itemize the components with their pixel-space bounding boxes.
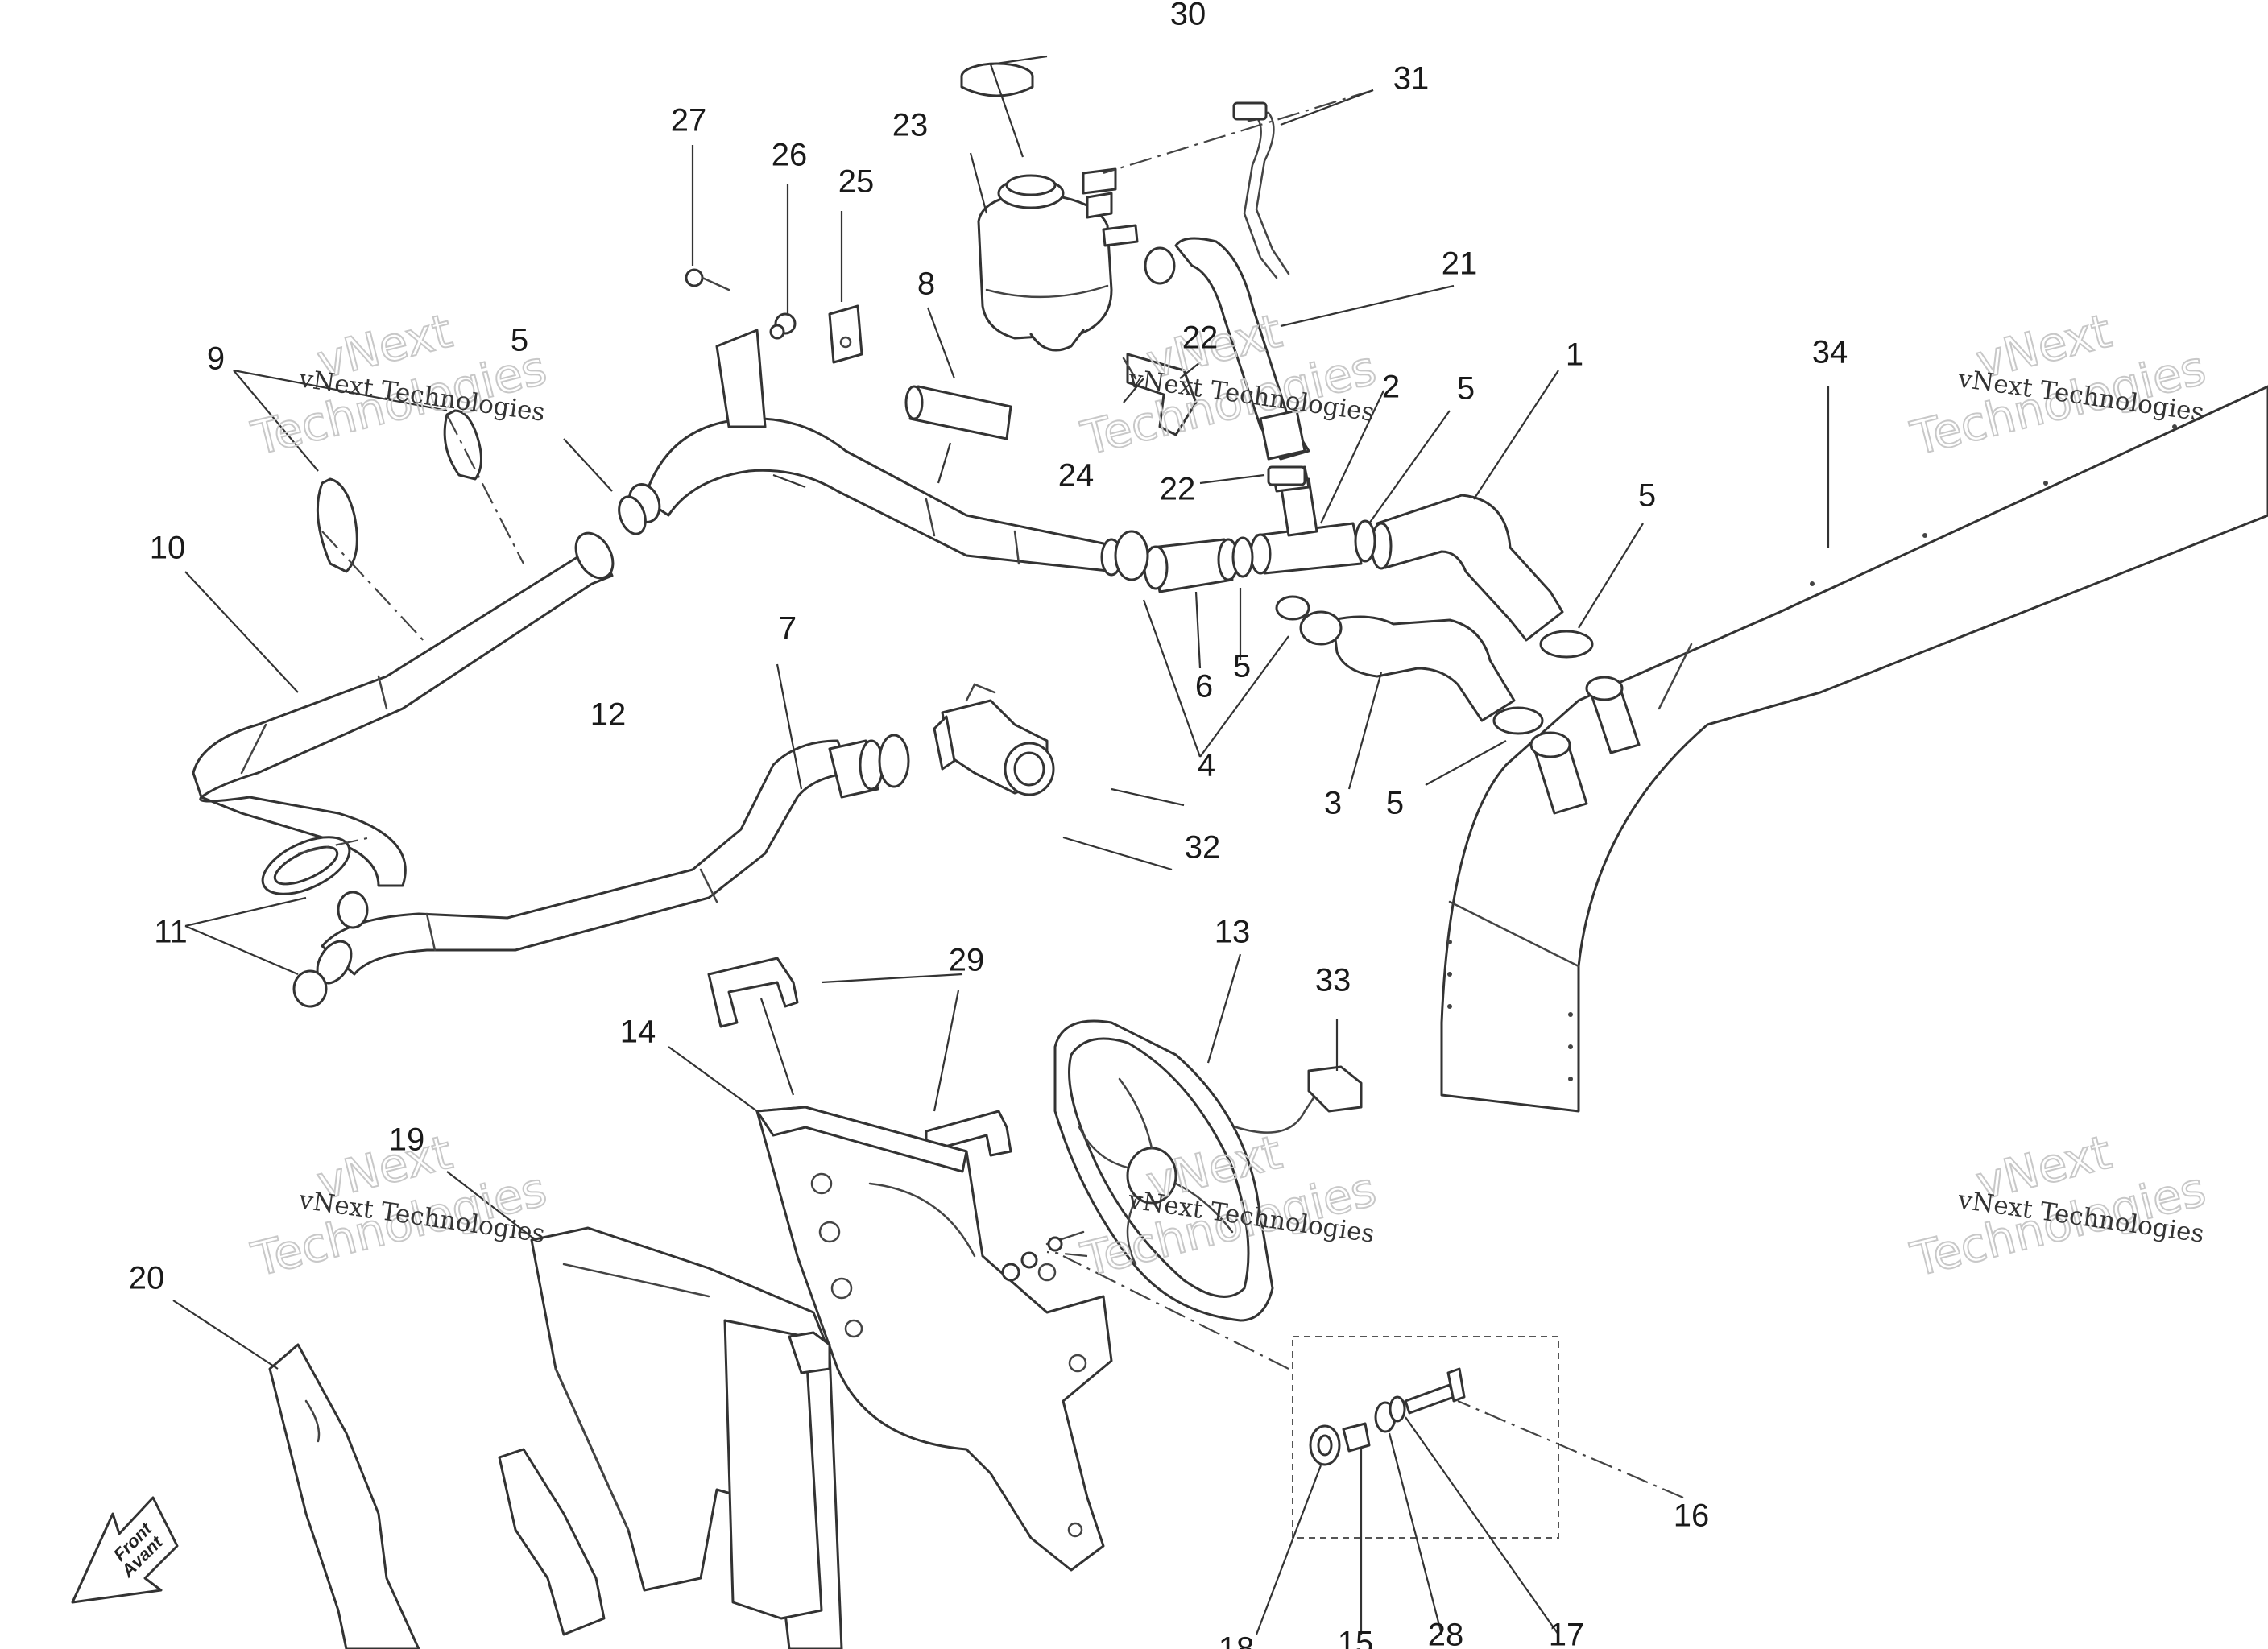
callout-32: 32 — [1185, 830, 1221, 866]
part-1-right-curved-hose — [1370, 494, 1564, 642]
part-26-grommet — [769, 312, 797, 340]
part-33-fan-connector — [1235, 1065, 1363, 1134]
callout-26: 26 — [772, 138, 808, 173]
callout-21: 21 — [1442, 246, 1478, 282]
watermark-lower-right: vNext Technologies vNext Technologies — [1905, 1124, 2212, 1288]
part-23-expansion-tank — [977, 167, 1139, 352]
watermark-upper-left: vNext Technologies vNext Technologies — [246, 303, 553, 467]
callout-33: 33 — [1315, 963, 1351, 998]
callout-22-top: 22 — [1182, 320, 1219, 356]
callout-18: 18 — [1219, 1631, 1255, 1649]
callout-30: 30 — [1170, 0, 1206, 32]
callout-6: 6 — [1195, 669, 1213, 705]
front-direction-arrow: Front Avant — [71, 1496, 179, 1604]
part-24-hose-connector — [1122, 353, 1198, 436]
part-5-clamp-b — [1231, 536, 1254, 578]
callout-12: 12 — [590, 697, 627, 733]
part-5-clamp-e — [1492, 706, 1544, 735]
callout-28: 28 — [1428, 1618, 1464, 1649]
part-3-lower-right-hose — [1299, 610, 1516, 722]
callout-10: 10 — [150, 531, 186, 566]
part-27-bolt — [685, 268, 730, 291]
part-20-front-panel — [268, 1343, 606, 1649]
part-4-clamp-a — [1114, 530, 1149, 581]
callout-17: 17 — [1549, 1618, 1585, 1649]
part-12-lower-pipe — [316, 739, 884, 985]
callout-2: 2 — [1382, 370, 1400, 405]
callout-5-right: 5 — [1638, 478, 1656, 514]
part-25-clip — [828, 304, 863, 364]
part-22-clamp-b — [1267, 465, 1306, 486]
part-10-upper-hose — [192, 531, 615, 887]
part-9-clamp-left — [316, 477, 358, 573]
part-22-clamp-a — [1144, 246, 1176, 285]
callout-7: 7 — [779, 611, 797, 647]
callout-31: 31 — [1393, 61, 1430, 97]
part-30-tank-cap — [960, 62, 1034, 97]
callout-16: 16 — [1674, 1498, 1710, 1534]
callout-1: 1 — [1566, 337, 1583, 373]
callout-25: 25 — [838, 164, 875, 200]
part-34-body-panel — [1440, 385, 2268, 1113]
callout-22-mid: 22 — [1160, 472, 1196, 507]
part-11-clamp-upper — [337, 891, 369, 929]
callout-5-top-right: 5 — [1457, 371, 1475, 407]
callout-3: 3 — [1324, 786, 1342, 821]
callout-34: 34 — [1812, 335, 1848, 370]
body-pipe-stub-lower — [1529, 731, 1588, 815]
part-5-clamp-d — [1539, 630, 1594, 659]
part-12-end-clamp — [878, 734, 910, 788]
part-32-thermostat-housing — [933, 683, 1055, 796]
part-8-hose-sleeve — [904, 385, 1012, 440]
part-5-clamp-c — [1354, 519, 1376, 563]
part-7-main-upper-pipe — [627, 329, 1123, 577]
part-29-bracket-upper — [707, 957, 799, 1028]
watermark-upper-center: vNext Technologies vNext Technologies — [1075, 303, 1382, 467]
callout-9: 9 — [207, 341, 225, 377]
callout-11: 11 — [154, 915, 188, 950]
callout-19: 19 — [389, 1122, 425, 1158]
hardware-detail-box — [1292, 1336, 1559, 1539]
leader-lines — [172, 55, 1830, 1635]
part-6-short-hose — [1143, 538, 1240, 593]
part-14-fan-shroud-plate — [755, 1106, 1113, 1572]
part-11-clamp-lower — [292, 969, 328, 1008]
part-11-clamp-oval — [261, 836, 351, 895]
callout-13: 13 — [1215, 915, 1251, 950]
part-4-clamp-b — [1275, 595, 1310, 621]
part-31-breather-line — [1232, 101, 1290, 279]
callout-20: 20 — [129, 1261, 165, 1296]
body-pipe-stub-upper — [1585, 676, 1641, 754]
part-19-radiator — [530, 1226, 843, 1649]
callout-29: 29 — [949, 943, 985, 978]
callout-5-mid: 5 — [1233, 649, 1251, 684]
fan-mount-hardware — [1001, 1230, 1085, 1282]
callout-4: 4 — [1198, 748, 1215, 783]
callout-24: 24 — [1058, 458, 1095, 494]
part-13-cooling-fan — [1053, 1019, 1274, 1322]
callout-15: 15 — [1338, 1626, 1374, 1649]
callout-5-bottom: 5 — [1386, 786, 1404, 821]
callout-labels: 30 31 23 27 26 25 21 8 9 5 22 1 34 2 5 2… — [129, 0, 1848, 1649]
callout-27: 27 — [671, 103, 707, 138]
callout-5-top-left: 5 — [511, 323, 528, 358]
callout-23: 23 — [892, 108, 929, 143]
callout-8: 8 — [917, 267, 935, 302]
callout-14: 14 — [620, 1015, 656, 1050]
part-5-clamp-a — [618, 495, 647, 535]
part-2-tee-fitting — [1249, 477, 1363, 575]
